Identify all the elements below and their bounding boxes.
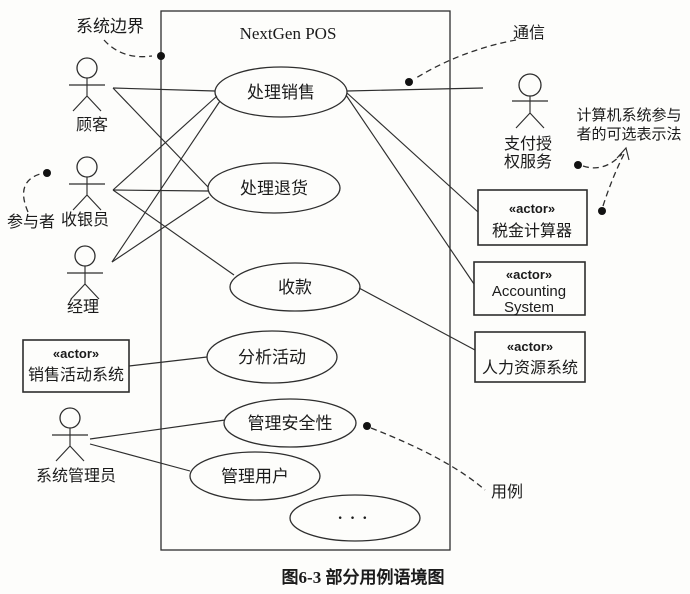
use-case-ellipse-handle-returns (207, 162, 341, 214)
system-boundary-box (160, 10, 451, 551)
assoc-manager-handle-returns (111, 196, 210, 263)
system-boundary-annotation-label: 系统边界 (76, 17, 144, 36)
assoc-process-sale-accounting (345, 94, 475, 285)
use-case-label-manage-users: 管理用户 (221, 467, 289, 486)
assoc-admin-manage-security (89, 419, 226, 440)
actor-box-accounting-system (473, 261, 586, 316)
assoc-admin-manage-users (89, 443, 191, 472)
alt-notation-annotation-line1: 计算机系统参与 (576, 106, 681, 124)
accounting-label-line1: Accounting (492, 283, 566, 300)
payment-auth-actor-icon (512, 73, 548, 129)
system-name-label: NextGen POS (240, 24, 337, 43)
sales-activity-label: 销售活动系统 (28, 366, 124, 384)
assoc-cash-in-hr-system (358, 287, 476, 351)
alt-notation-connector-stick-actor (582, 153, 623, 169)
accounting-label-line2: System (504, 299, 554, 316)
hr-system-label: 人力资源系统 (482, 359, 578, 377)
use-case-label-cash-in: 收款 (278, 278, 312, 297)
manager-actor-icon (67, 245, 103, 300)
use-case-label-handle-returns: 处理退货 (240, 179, 308, 198)
use-case-ellipse-manage-users (189, 451, 321, 501)
system-boundary-annotation-dot (157, 52, 165, 60)
alt-notation-dot-actor-boxes (598, 207, 606, 215)
communication-annotation-dot (405, 78, 413, 86)
participant-annotation-label: 参与者 (7, 213, 55, 231)
use-case-label-manage-security: 管理安全性 (248, 414, 333, 433)
use-case-annotation-connector (370, 427, 486, 491)
assoc-process-sale-payment-auth (346, 87, 484, 92)
payment-auth-label-line2: 权服务 (504, 153, 552, 171)
use-case-label-analyze-activity: 分析活动 (238, 348, 306, 367)
use-case-label-more: ··· (337, 505, 374, 530)
cashier-label: 收银员 (61, 211, 109, 229)
manager-label: 经理 (67, 298, 99, 316)
sales-activity-stereotype: «actor» (53, 346, 99, 361)
communication-annotation-connector (415, 39, 517, 79)
use-case-ellipse-manage-security (223, 398, 357, 448)
payment-auth-label-line1: 支付授 (504, 135, 552, 153)
assoc-manager-process-sale (111, 100, 221, 263)
alt-notation-annotation-line2: 者的可选表示法 (576, 126, 681, 143)
alt-notation-arrowhead-icon (616, 146, 630, 161)
assoc-customer-handle-returns (112, 87, 209, 188)
actor-box-hr-system (474, 331, 586, 383)
system-admin-label: 系统管理员 (36, 467, 116, 485)
actor-box-tax-calculator (477, 189, 588, 246)
use-case-ellipse-process-sale (214, 66, 348, 118)
assoc-customer-process-sale (112, 87, 216, 92)
association-lines (89, 87, 484, 472)
system-admin-actor-icon (52, 407, 88, 462)
customer-label: 顾客 (76, 116, 108, 134)
alt-notation-dot-stick-actor (574, 161, 582, 169)
tax-calculator-label: 税金计算器 (492, 221, 572, 240)
tax-calculator-stereotype: «actor» (509, 201, 555, 216)
assoc-cashier-cash-in (112, 189, 235, 276)
use-case-label-process-sale: 处理销售 (247, 83, 315, 102)
actor-box-sales-activity (22, 339, 130, 393)
accounting-stereotype: «actor» (506, 267, 552, 282)
cashier-actor-icon (69, 156, 105, 211)
use-case-annotation-label: 用例 (491, 483, 523, 501)
use-case-ellipse-more (289, 494, 421, 542)
participant-annotation-dot (43, 169, 51, 177)
use-case-ellipse-cash-in (229, 262, 361, 312)
participant-annotation-connector (22, 173, 41, 213)
alt-notation-connector-actor-boxes (602, 153, 625, 207)
assoc-cashier-process-sale (112, 95, 218, 191)
assoc-process-sale-tax-calculator (346, 92, 479, 213)
customer-actor-icon (69, 57, 105, 112)
assoc-sales-activity-analyze (128, 356, 208, 367)
hr-system-stereotype: «actor» (507, 339, 553, 354)
system-boundary-annotation-connector (103, 39, 153, 58)
use-case-annotation-dot (363, 422, 371, 430)
communication-annotation-label: 通信 (513, 24, 545, 42)
figure-caption: 图6-3 部分用例语境图 (282, 567, 445, 587)
use-case-ellipse-analyze-activity (206, 330, 338, 384)
